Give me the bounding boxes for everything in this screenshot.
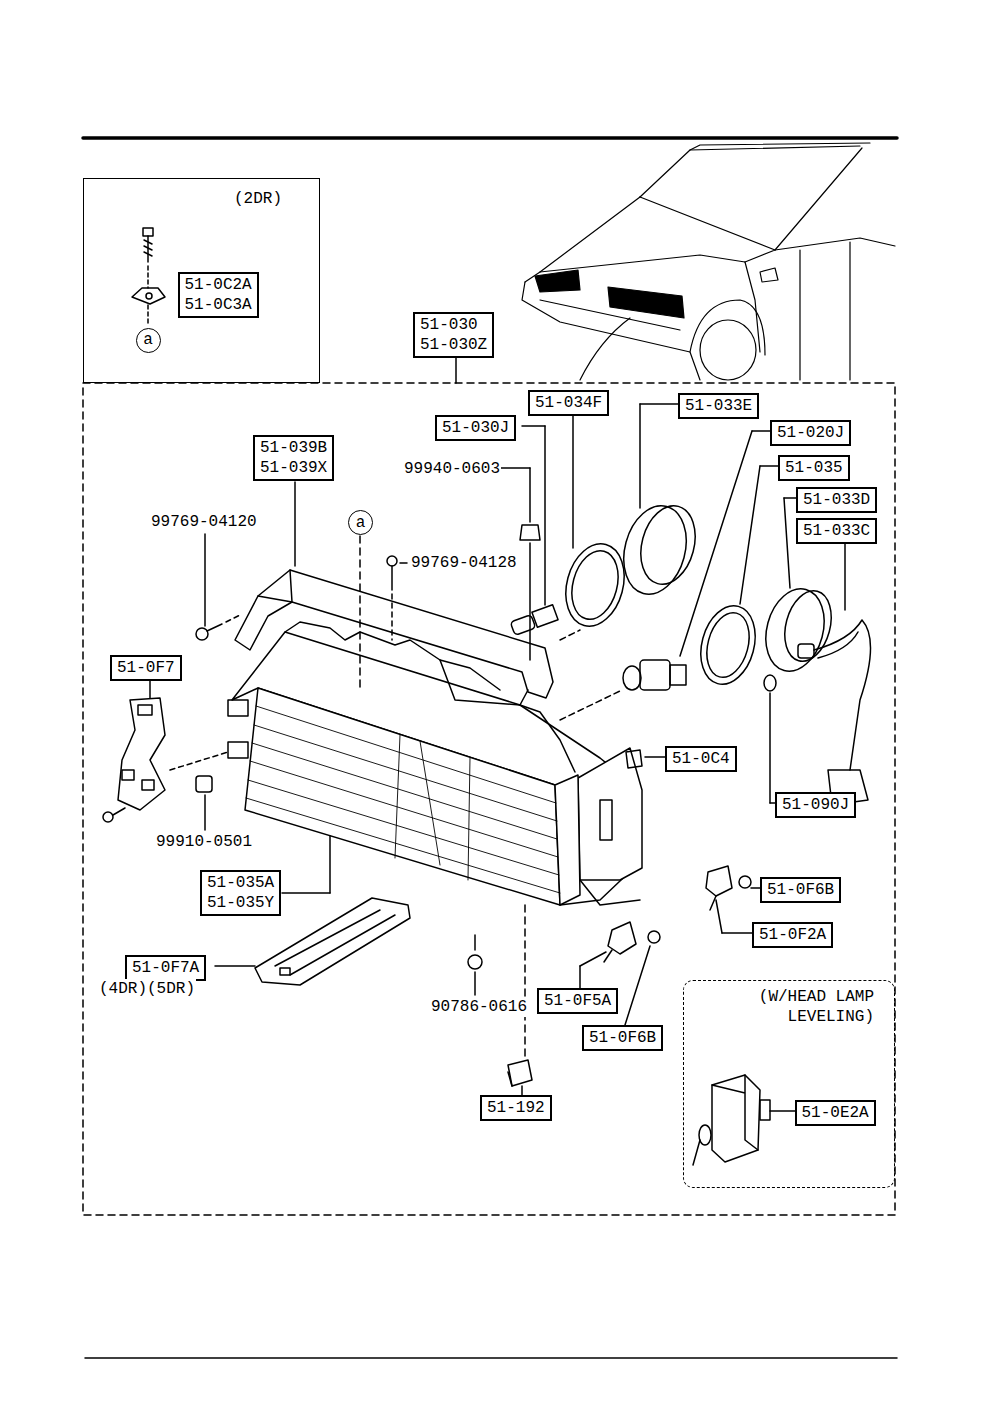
part-number-box: 51-0C2A51-0C3A	[178, 272, 259, 318]
part-number-box: 51-035	[778, 455, 850, 481]
region-caption: (W/HEAD LAMP LEVELING)	[704, 987, 874, 1027]
leveling-actuator	[693, 1075, 795, 1165]
part-number-box: 51-0C4	[665, 746, 737, 772]
lens	[245, 688, 580, 905]
part-number: 51-0F5A	[544, 991, 611, 1011]
part-number: 51-0C3A	[185, 295, 252, 315]
part-number-box: 51-0F2A	[752, 922, 833, 948]
region-caption: (2DR)	[234, 189, 319, 209]
part-number: 51-035A	[207, 873, 274, 893]
part-number: 51-030	[420, 315, 487, 335]
part-number: 51-0F6B	[767, 880, 834, 900]
part-number-box: 51-0E2A	[795, 1100, 876, 1126]
part-number-label: 99910-0501	[155, 832, 253, 852]
part-number: 51-0E2A	[802, 1103, 869, 1123]
part-number-box: 51-039B51-039X	[253, 435, 334, 481]
part-number-box: 51-035A51-035Y	[200, 870, 281, 916]
reference-line	[359, 536, 361, 690]
part-number-box: 51-090J	[775, 792, 856, 818]
part-number: 51-020J	[777, 423, 844, 443]
reference-circle: a	[348, 510, 373, 535]
part-number-box: 51-034F	[528, 390, 609, 416]
part-number: 51-034F	[535, 393, 602, 413]
bulbs-and-caps	[510, 404, 870, 805]
part-number-box: 51-033C	[796, 518, 877, 544]
part-number: 51-0F2A	[759, 925, 826, 945]
part-number: 51-035	[785, 458, 843, 478]
part-number-label: 99769-04128	[410, 553, 518, 573]
part-number: 51-039X	[260, 458, 327, 478]
part-number-box: 51-0F5A	[537, 988, 618, 1014]
part-number: 51-0C2A	[185, 275, 252, 295]
part-number-box: 51-0F6B	[760, 877, 841, 903]
part-number-box: 51-033E	[678, 393, 759, 419]
part-number: 51-033E	[685, 396, 752, 416]
part-number-box: 51-03051-030Z	[413, 312, 494, 358]
adjusters-and-clips	[508, 750, 760, 1095]
option-region: (W/HEAD LAMP LEVELING) 51-0E2A	[683, 980, 895, 1188]
part-number-box: 51-020J	[770, 420, 851, 446]
part-number: 51-033C	[803, 521, 870, 541]
part-number-label: 99769-04120	[150, 512, 258, 532]
part-number-box: 51-192	[480, 1095, 552, 1121]
part-number: 51-0F7	[117, 658, 175, 678]
reference-circle: a	[136, 328, 161, 353]
part-number: 51-0F7A	[132, 958, 199, 978]
part-number-box: 51-033D	[796, 487, 877, 513]
page-rules	[83, 138, 897, 1358]
part-number: 51-192	[487, 1098, 545, 1118]
part-number: 51-090J	[782, 795, 849, 815]
part-number-box: 51-0F7A	[125, 955, 206, 981]
lamp-housing	[228, 622, 642, 905]
part-number-label: 99940-0603	[403, 459, 501, 479]
bracket-2dr	[132, 228, 165, 326]
part-number: 51-039B	[260, 438, 327, 458]
part-number: 51-035Y	[207, 893, 274, 913]
part-number-label: (4DR)(5DR)	[98, 979, 196, 999]
part-number-box: 51-0F7	[110, 655, 182, 681]
side-bracket	[103, 677, 228, 822]
part-number: 51-0F6B	[589, 1028, 656, 1048]
part-number: 51-030J	[442, 418, 509, 438]
part-number-label: 90786-0616	[430, 997, 528, 1017]
part-number: 51-0C4	[672, 749, 730, 769]
reference-letter: a	[356, 515, 366, 531]
car-sketch	[522, 143, 895, 380]
reference-letter: a	[143, 332, 153, 348]
part-number: 51-030Z	[420, 335, 487, 355]
part-number: 51-033D	[803, 490, 870, 510]
part-number-box: 51-030J	[435, 415, 516, 441]
variant-region: (2DR) 51-0C2A51-0C3A a	[83, 178, 320, 383]
part-number-box: 51-0F6B	[582, 1025, 663, 1051]
fasteners	[196, 468, 540, 995]
